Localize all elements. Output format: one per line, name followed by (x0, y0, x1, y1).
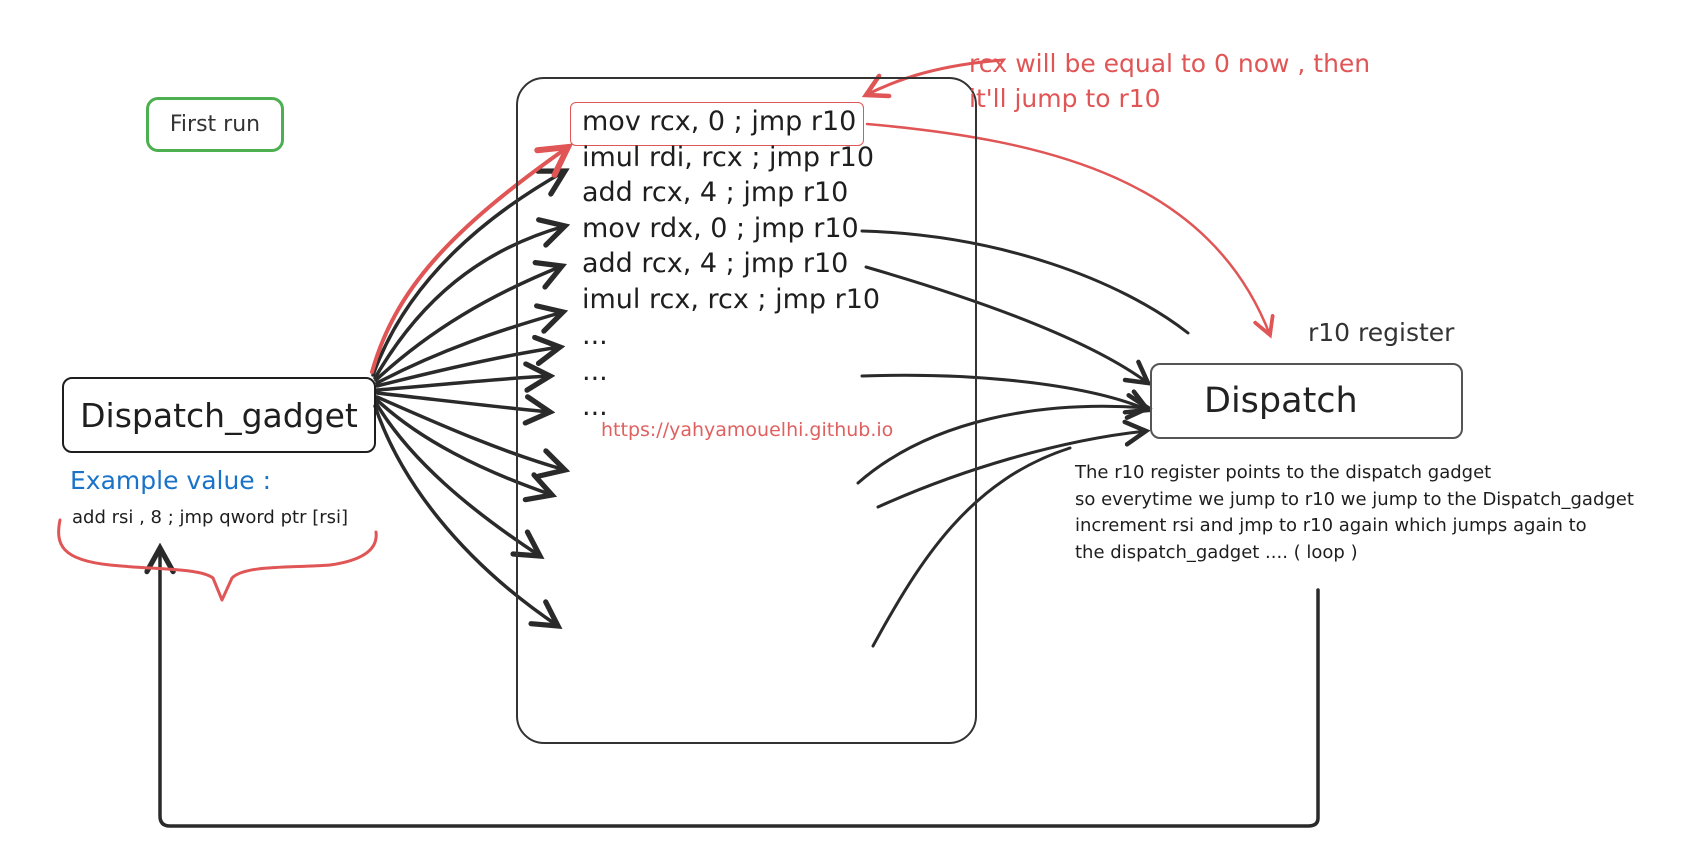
first-gadget-highlight (570, 102, 864, 146)
explanation-line: The r10 register points to the dispatch … (1075, 462, 1492, 483)
return-arrow (864, 265, 1148, 383)
return-arrows (856, 229, 1190, 648)
fanout-arrow (375, 395, 565, 470)
note-line: it'll jump to r10 (969, 84, 1161, 113)
first-run-text: First run (169, 112, 261, 137)
jump-r10-arrow (865, 122, 1270, 335)
explanation: The r10 register points to the dispatch … (1075, 460, 1665, 566)
fanout-arrow (371, 171, 565, 377)
gadget-4: mov rdx, 0 ; jmp r10 (582, 213, 859, 244)
fanout-arrow (374, 266, 562, 382)
gadget-7: ... (582, 320, 608, 351)
gadget-2: imul rdi, rcx ; jmp r10 (582, 142, 875, 173)
first-run-arrow (370, 147, 568, 374)
fanout-arrow (375, 376, 550, 390)
note-arrow (866, 58, 1005, 95)
fanout-arrow (375, 347, 560, 388)
fanout-arrow (374, 401, 540, 556)
dispatch-box: Dispatch (1150, 363, 1463, 439)
dispatch-gadget-text: Dispatch_gadget (80, 395, 358, 435)
note-line: rcx will be equal to 0 now , then (969, 49, 1371, 78)
gadget-5: add rcx, 4 ; jmp r10 (582, 248, 849, 279)
fanout-arrows (371, 171, 565, 626)
gadget-3: add rcx, 4 ; jmp r10 (582, 177, 849, 208)
dispatch-gadget-box: Dispatch_gadget (62, 377, 376, 453)
example-brace (57, 518, 378, 602)
return-arrow (860, 229, 1190, 335)
gadget-9: ... (582, 391, 608, 422)
source-url: https://yahyamouelhi.github.io (601, 419, 894, 441)
dispatch-text: Dispatch (1204, 381, 1358, 421)
explanation-line: so everytime we jump to r10 we jump to t… (1075, 488, 1634, 510)
return-arrow (860, 373, 1148, 410)
fanout-arrow (373, 226, 565, 380)
explanation-line: increment rsi and jmp to r10 again which… (1075, 515, 1587, 536)
return-arrow (876, 431, 1146, 509)
example-value: add rsi , 8 ; jmp qword ptr [rsi] (72, 507, 349, 528)
gadget-6: imul rcx, rcx ; jmp r10 (582, 284, 881, 315)
fanout-arrow (375, 391, 550, 412)
note: rcx will be equal to 0 now , then it'll … (969, 46, 1419, 116)
gadget-table (516, 77, 977, 744)
loop-arrow (160, 548, 1320, 828)
gadget-1: mov rcx, 0 ; jmp r10 (582, 106, 857, 137)
example-label: Example value : (70, 466, 272, 495)
first-run-label: First run (146, 97, 284, 152)
fanout-arrow (373, 404, 558, 626)
return-arrow (871, 446, 1072, 648)
explanation-line: the dispatch_gadget .... ( loop ) (1075, 541, 1358, 563)
gadget-8: ... (582, 356, 608, 387)
fanout-arrow (375, 398, 552, 495)
r10-register-label: r10 register (1308, 318, 1455, 347)
return-arrow (856, 406, 1148, 485)
fanout-arrow (375, 312, 563, 385)
